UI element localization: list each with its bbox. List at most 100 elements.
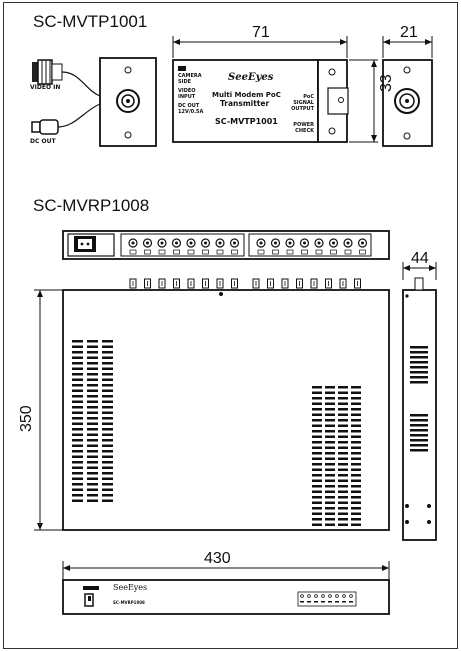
vent-slot [102,389,113,392]
dimension-line-33 [349,59,378,143]
rear-port-terminal [231,249,238,255]
vent-slot [102,488,113,491]
vent-slot [351,485,361,488]
side-vent-slot [410,361,428,364]
rear-port-terminal [359,249,366,255]
vent-slot [102,400,113,403]
vent-slot [72,373,83,376]
vent-slot [338,419,348,422]
vent-slot [351,424,361,427]
vent-slot [325,523,335,526]
product-name-line1: Multi Modem PoC [212,91,281,99]
dimension-line-71 [172,36,348,58]
side-vent-slot [410,381,428,384]
vent-slot [312,457,322,460]
side-vent-slot [410,444,428,447]
vent-slot [351,391,361,394]
vent-slot [72,351,83,354]
vent-slot [351,518,361,521]
rear-bnc-pin-icon [288,241,292,245]
vent-slot [312,435,322,438]
rear-bnc-pin-icon [274,241,277,245]
dimension-text-33: 33 [378,74,395,92]
vent-slot [102,362,113,365]
vent-slot [351,413,361,416]
vent-slot [338,402,348,405]
vent-slot [351,441,361,444]
vent-slot [325,501,335,504]
vent-slot [351,386,361,389]
vent-slot [338,468,348,471]
side-vent-slot [410,376,428,379]
vent-slot [338,435,348,438]
led-panel [297,591,357,607]
vent-slot [338,518,348,521]
led-label-mark [335,601,339,603]
vent-slot [312,523,322,526]
vent-slot [72,477,83,480]
vent-slot [87,340,98,343]
vent-slot [72,461,83,464]
side-vent-slot [410,449,428,452]
rear-port-terminal [129,249,137,255]
dimension-text-350: 350 [18,405,35,432]
vent-slot [338,463,348,466]
product-name-line2: Transmitter [220,99,270,108]
vent-slot [338,507,348,510]
transmitter-side-view [382,59,433,147]
vent-slot [325,402,335,405]
vent-slot [338,413,348,416]
vent-slot [325,507,335,510]
vent-slot [325,397,335,400]
rear-port-terminal [286,249,294,255]
vent-slot [312,419,322,422]
vent-slot [72,422,83,425]
vent-slot [325,441,335,444]
rear-port-terminal [330,249,337,255]
vent-slot [312,463,322,466]
vent-slot [312,397,322,400]
rear-bnc-pin-icon [346,241,350,245]
vent-slot [72,395,83,398]
front-brand-text: SeeEyes [113,583,148,592]
vent-slot [338,457,348,460]
vent-slot [87,488,98,491]
vent-slot [102,483,113,486]
vent-slot [338,397,348,400]
dc-out-label: DC OUT [30,138,56,145]
side-vent-slot [410,424,428,427]
vent-slot [72,384,83,387]
vent-slot [87,422,98,425]
vent-slot [87,466,98,469]
vent-slot [325,490,335,493]
rear-bnc-pin-icon [259,241,263,245]
brand-logo: SeeEyes [228,72,274,83]
vent-slot [72,367,83,370]
side-vent-slot [410,419,428,422]
rear-port-terminal [173,249,180,255]
vent-slot [87,362,98,365]
vent-slot [87,345,98,348]
vent-slot [72,406,83,409]
led-label-mark [349,601,353,603]
vent-slot [87,356,98,359]
vent-slot [325,424,335,427]
power-check-text: POWER CHECK [293,122,314,134]
vent-slot [338,496,348,499]
rear-bnc-pin-icon [175,241,178,245]
led-label-mark [300,601,304,603]
vent-slot [312,490,322,493]
vent-slot [72,340,83,343]
side-vent-slot [410,366,428,369]
video-input-text: VIDEO INPUT [178,88,196,100]
vent-slot [87,406,98,409]
vent-slot [72,428,83,431]
vent-slot [325,452,335,455]
vent-slot [325,485,335,488]
vent-slot [102,378,113,381]
vent-slot [351,435,361,438]
rear-bnc-pin-icon [131,241,135,245]
vent-slot [102,406,113,409]
front-led-row [297,591,357,607]
dc-plug-icon [31,103,101,135]
